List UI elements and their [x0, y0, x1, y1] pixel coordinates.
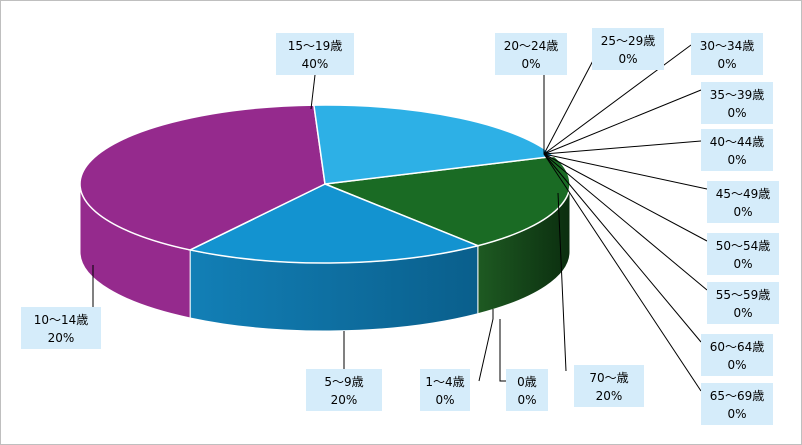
percent-label: 0%	[517, 393, 536, 407]
leader-line-65〜69歳	[543, 153, 702, 392]
percent-label: 0%	[727, 358, 746, 372]
category-label: 45〜49歳	[716, 187, 771, 201]
percent-label: 0%	[727, 407, 746, 421]
pie-slice-15〜19歳	[79, 104, 326, 251]
data-label-box-65〜69歳	[701, 383, 773, 425]
leader-line-35〜39歳	[543, 89, 702, 155]
category-label: 40〜44歳	[710, 135, 765, 149]
percent-label: 20%	[596, 389, 623, 403]
category-label: 1〜4歳	[425, 375, 464, 389]
percent-label: 0%	[727, 153, 746, 167]
leader-line-70〜歳	[557, 192, 567, 372]
percent-label: 0%	[521, 57, 540, 71]
percent-label: 40%	[302, 57, 329, 71]
category-label: 50〜54歳	[716, 239, 771, 253]
data-label-box-45〜49歳	[707, 181, 779, 223]
data-label-box-5〜9歳	[306, 369, 382, 411]
category-label: 10〜14歳	[34, 313, 89, 327]
leader-line-40〜44歳	[543, 140, 702, 155]
category-label: 5〜9歳	[324, 375, 363, 389]
pie-slice-5〜9歳	[324, 155, 571, 247]
data-label-box-10〜14歳	[21, 307, 101, 349]
leader-line-45〜49歳	[543, 153, 708, 190]
percent-label: 0%	[733, 205, 752, 219]
pie-layer	[79, 104, 571, 332]
data-label-box-50〜54歳	[707, 233, 779, 275]
percent-label: 20%	[48, 331, 75, 345]
leader-lines	[92, 44, 708, 392]
percent-label: 0%	[733, 306, 752, 320]
category-label: 65〜69歳	[710, 389, 765, 403]
data-label-box-0歳	[506, 369, 548, 411]
percent-label: 0%	[727, 106, 746, 120]
category-label: 20〜24歳	[504, 39, 559, 53]
leader-line-55〜59歳	[543, 153, 708, 291]
pie-slice-70〜歳	[313, 104, 557, 185]
category-label: 60〜64歳	[710, 340, 765, 354]
data-label-box-30〜34歳	[691, 33, 763, 75]
data-label-box-70〜歳	[574, 365, 644, 407]
data-label-box-55〜59歳	[707, 282, 779, 324]
pie-slice-10〜14歳	[187, 183, 481, 264]
percent-label: 0%	[618, 52, 637, 66]
leader-line-25〜29歳	[543, 52, 598, 155]
leader-line-15〜19歳	[310, 74, 316, 110]
category-label: 15〜19歳	[288, 39, 343, 53]
category-label: 55〜59歳	[716, 288, 771, 302]
percent-label: 0%	[717, 57, 736, 71]
data-label-box-60〜64歳	[701, 334, 773, 376]
data-label-box-20〜24歳	[495, 33, 567, 75]
leader-line-50〜54歳	[543, 153, 708, 242]
data-label-box-40〜44歳	[701, 129, 773, 171]
category-label: 0歳	[517, 375, 537, 389]
percent-label: 20%	[331, 393, 358, 407]
leader-line-30〜34歳	[543, 44, 692, 155]
data-label-box-15〜19歳	[276, 33, 354, 75]
category-label: 25〜29歳	[601, 34, 656, 48]
percent-label: 0%	[733, 257, 752, 271]
category-label: 35〜39歳	[710, 88, 765, 102]
leader-line-0歳	[499, 319, 506, 382]
data-label-box-25〜29歳	[592, 28, 664, 70]
leader-line-60〜64歳	[543, 153, 702, 343]
data-labels: 0歳 0% 1〜4歳 0% 5〜9歳 20% 10〜14歳 20% 15〜19歳 40% 20〜24…	[21, 28, 779, 425]
percent-label: 0%	[435, 393, 454, 407]
leader-line-1〜4歳	[478, 309, 494, 382]
data-label-box-35〜39歳	[701, 82, 773, 124]
data-label-box-1〜4歳	[420, 369, 470, 411]
category-label: 70〜歳	[589, 371, 628, 385]
category-label: 30〜34歳	[700, 39, 755, 53]
